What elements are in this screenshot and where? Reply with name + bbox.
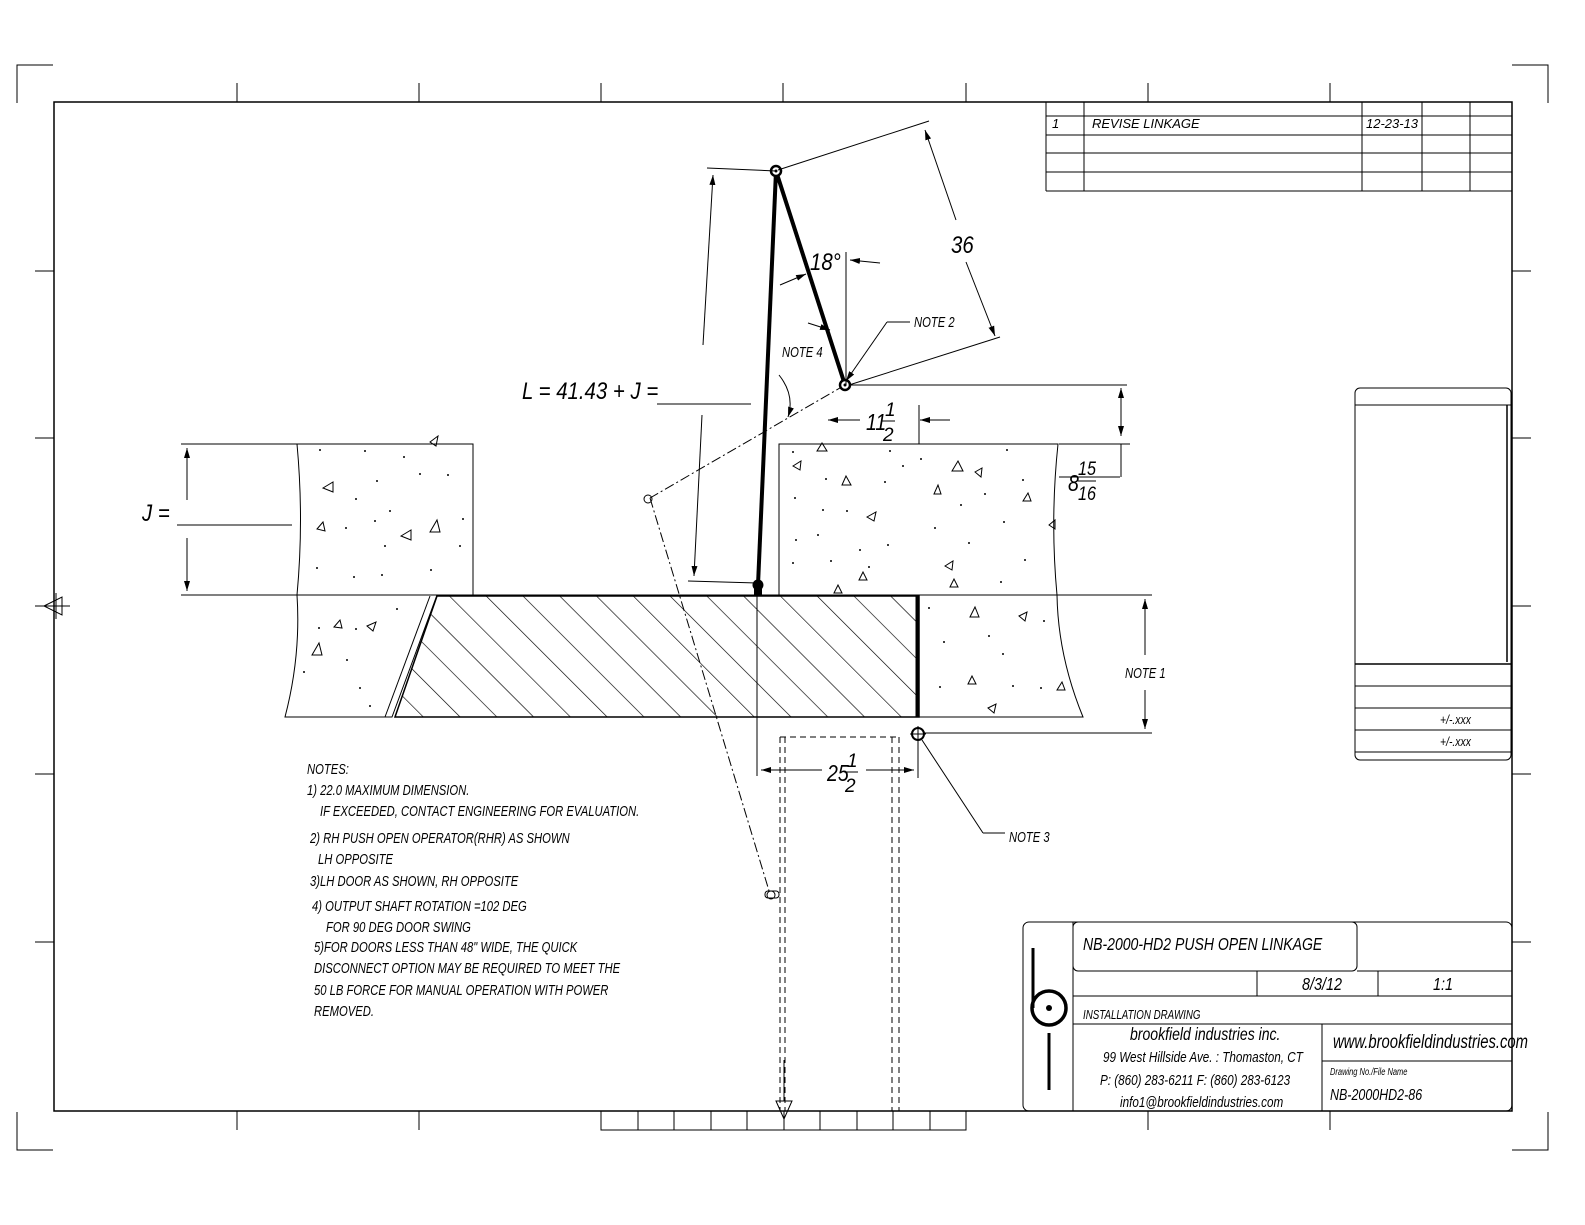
offset-denominator: 2 [882,425,894,446]
dimension-l: L = 41.43 + J = [522,167,777,584]
note-line: DISCONNECT OPTION MAY BE REQUIRED TO MEE… [314,959,620,976]
note-line: LH OPPOSITE [318,850,393,867]
drawing-scale: 1:1 [1433,975,1453,995]
note-line: 1) 22.0 MAXIMUM DIMENSION. [307,781,469,798]
note-line: 3)LH DOOR AS SHOWN, RH OPPOSITE [310,872,518,889]
revision-description: REVISE LINKAGE [1092,116,1200,131]
general-notes: NOTES: 1) 22.0 MAXIMUM DIMENSION. IF EXC… [307,760,639,1019]
company-name: brookfield industries inc. [1130,1024,1280,1044]
note3-callout: NOTE 3 [921,739,1050,845]
sheet-corner-marks [16,64,1549,1151]
height-numerator: 15 [1078,458,1096,480]
tolerance-three-place-alt: +/-.xxx [1440,735,1472,749]
note-line: 5)FOR DOORS LESS THAN 48" WIDE, THE QUIC… [314,938,578,955]
width-denominator: 2 [844,776,856,797]
height-denominator: 16 [1078,483,1096,505]
scale-bar [600,1110,967,1131]
angle-dimension: 18° [810,248,841,275]
width-numerator: 1 [847,751,858,772]
note2-callout: NOTE 2 [845,313,955,382]
title-block: NB-2000-HD2 PUSH OPEN LINKAGE 8/3/12 1:1… [1022,921,1528,1112]
concrete-aggregate [792,442,1066,714]
dimension-angle: 18° [779,248,881,385]
note1-label: NOTE 1 [1125,664,1166,681]
note-line: 4) OUTPUT SHAFT ROTATION =102 DEG [312,897,527,914]
dimension-36: 36 [777,120,1001,386]
width-whole: 25 [826,761,849,787]
offset-whole: 11 [866,410,886,436]
company-address: 99 West Hillside Ave. : Thomaston, CT [1103,1049,1304,1066]
note1-dimension: NOTE 1 [1125,599,1166,729]
note-line: 2) RH PUSH OPEN OPERATOR(RHR) AS SHOWN [309,829,570,846]
dimension-j: J = [141,448,292,591]
notes-heading: NOTES: [307,760,349,777]
tolerance-three-place: +/-.xxx [1440,713,1472,727]
company-email: info1@brookfieldindustries.com [1120,1094,1283,1111]
brand-logo [1030,948,1068,1090]
note2-label: NOTE 2 [914,313,955,330]
note-line: 50 LB FORCE FOR MANUAL OPERATION WITH PO… [314,981,609,998]
j-label: J = [141,499,170,526]
tolerance-block: +/-.xxx +/-.xxx [1354,387,1512,761]
linkage-arm [752,164,926,742]
note4-callout: NOTE 4 [778,322,831,418]
drawing-date: 8/3/12 [1302,975,1342,995]
dimension-width: 25 1 2 [761,742,919,797]
arm-length-dimension: 36 [951,231,974,258]
note-line: REMOVED. [314,1002,374,1019]
revision-number: 1 [1052,116,1059,131]
concrete-aggregate [311,434,441,656]
drawing-title: NB-2000-HD2 PUSH OPEN LINKAGE [1083,934,1322,954]
offset-numerator: 1 [885,400,896,421]
door-open-ghost [643,384,900,1121]
zone-ticks [35,83,1531,1130]
company-phone: P: (860) 283-6211 F: (860) 283-6123 [1100,1072,1291,1089]
dimension-height: 8 15 16 [1068,388,1124,505]
height-whole: 8 [1068,471,1079,497]
revision-date: 12-23-13 [1366,116,1419,131]
dimension-offset: 11 1 2 [828,400,950,446]
link-length-formula: L = 41.43 + J = [522,377,658,404]
note4-label: NOTE 4 [782,343,823,360]
file-name: NB-2000HD2-86 [1330,1087,1422,1105]
door-slab [384,595,920,718]
note-line: FOR 90 DEG DOOR SWING [326,918,471,935]
centering-mark-left [35,593,70,619]
note-line: IF EXCEEDED, CONTACT ENGINEERING FOR EVA… [320,802,639,819]
drawing-type: INSTALLATION DRAWING [1083,1009,1201,1023]
revision-block: 1 REVISE LINKAGE 12-23-13 [1045,102,1512,192]
company-website: www.brookfieldindustries.com [1333,1031,1528,1052]
reference-lines [181,384,1152,734]
note3-label: NOTE 3 [1009,828,1050,845]
file-name-label: Drawing No./File Name [1330,1066,1408,1077]
